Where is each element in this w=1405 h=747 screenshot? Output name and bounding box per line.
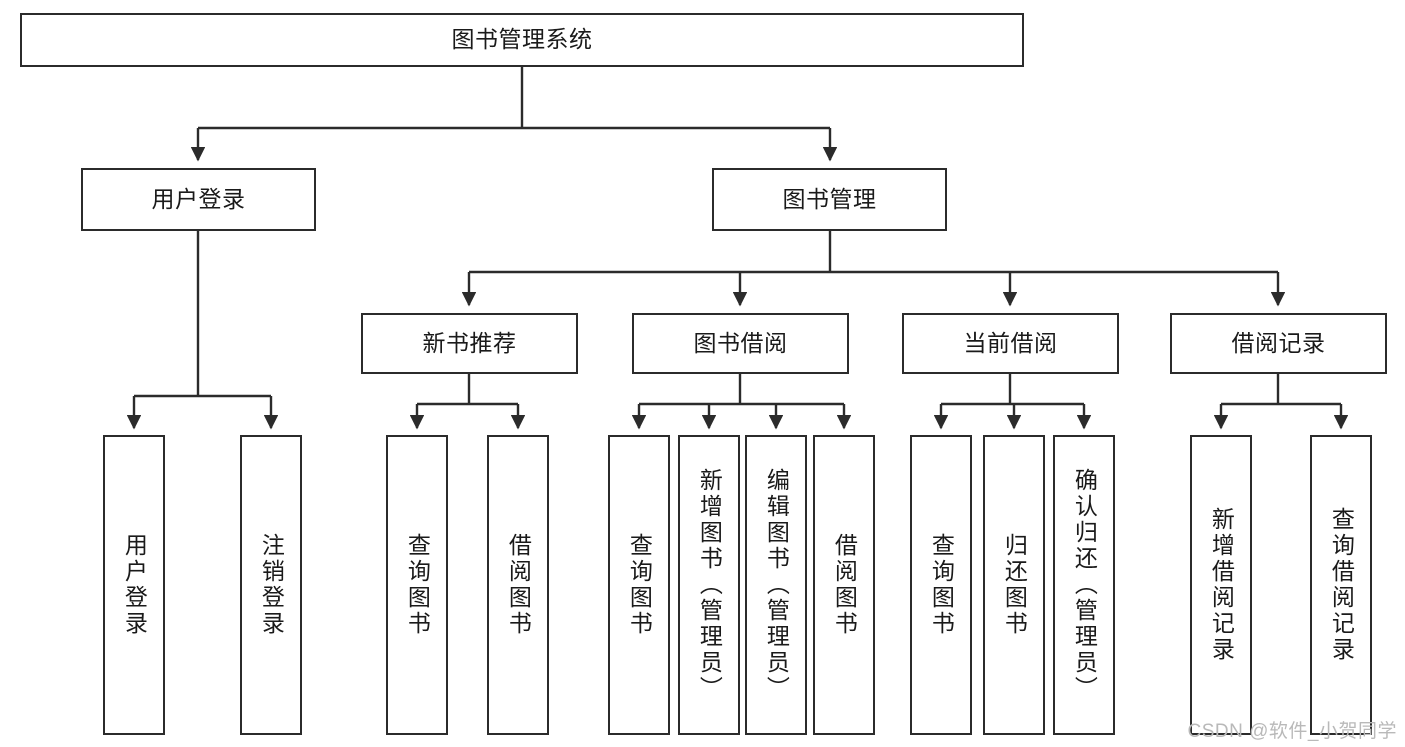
- node-book-manage-label: 图书管理: [782, 185, 877, 212]
- node-leaf-query-book-2[interactable]: 查询图书: [608, 435, 670, 735]
- node-user-login-label: 用户登录: [151, 185, 246, 212]
- node-leaf-borrow-book-1-label: 借阅图书: [505, 533, 532, 637]
- node-leaf-query-book-2-label: 查询图书: [626, 533, 653, 637]
- node-leaf-query-borrow-record[interactable]: 查询借阅记录: [1310, 435, 1372, 735]
- node-root-label: 图书管理系统: [451, 26, 593, 53]
- node-new-book-recommend-label: 新书推荐: [422, 329, 517, 356]
- node-book-borrow[interactable]: 图书借阅: [632, 313, 849, 374]
- node-leaf-borrow-book-2[interactable]: 借阅图书: [813, 435, 875, 735]
- node-leaf-query-book-3-label: 查询图书: [928, 533, 955, 637]
- node-root[interactable]: 图书管理系统: [20, 13, 1024, 67]
- node-leaf-return-book[interactable]: 归还图书: [983, 435, 1045, 735]
- node-book-manage[interactable]: 图书管理: [712, 168, 947, 231]
- node-leaf-borrow-book-1[interactable]: 借阅图书: [487, 435, 549, 735]
- node-current-borrow[interactable]: 当前借阅: [902, 313, 1119, 374]
- node-new-book-recommend[interactable]: 新书推荐: [361, 313, 578, 374]
- node-leaf-borrow-book-2-label: 借阅图书: [831, 533, 858, 637]
- node-leaf-user-login[interactable]: 用户登录: [103, 435, 165, 735]
- node-borrow-record-label: 借阅记录: [1231, 329, 1326, 356]
- node-book-borrow-label: 图书借阅: [693, 329, 788, 356]
- node-borrow-record[interactable]: 借阅记录: [1170, 313, 1387, 374]
- node-leaf-query-borrow-record-label: 查询借阅记录: [1328, 507, 1355, 663]
- node-leaf-confirm-return[interactable]: 确认归还（管理员）: [1053, 435, 1115, 735]
- node-leaf-add-book[interactable]: 新增图书（管理员）: [678, 435, 740, 735]
- node-leaf-edit-book[interactable]: 编辑图书（管理员）: [745, 435, 807, 735]
- node-leaf-return-book-label: 归还图书: [1001, 533, 1028, 637]
- node-leaf-add-borrow-record-label: 新增借阅记录: [1208, 507, 1235, 663]
- node-leaf-query-book-3[interactable]: 查询图书: [910, 435, 972, 735]
- node-leaf-add-book-label: 新增图书（管理员）: [696, 468, 723, 702]
- watermark: CSDN @软件_小贺同学: [1187, 721, 1397, 742]
- node-leaf-query-book-1-label: 查询图书: [404, 533, 431, 637]
- node-leaf-confirm-return-label: 确认归还（管理员）: [1071, 468, 1098, 702]
- node-leaf-add-borrow-record[interactable]: 新增借阅记录: [1190, 435, 1252, 735]
- node-leaf-user-login-label: 用户登录: [121, 533, 148, 637]
- node-leaf-logout-login-label: 注销登录: [258, 533, 285, 637]
- node-leaf-logout-login[interactable]: 注销登录: [240, 435, 302, 735]
- node-leaf-edit-book-label: 编辑图书（管理员）: [763, 468, 790, 702]
- node-user-login[interactable]: 用户登录: [81, 168, 316, 231]
- node-leaf-query-book-1[interactable]: 查询图书: [386, 435, 448, 735]
- node-current-borrow-label: 当前借阅: [963, 329, 1058, 356]
